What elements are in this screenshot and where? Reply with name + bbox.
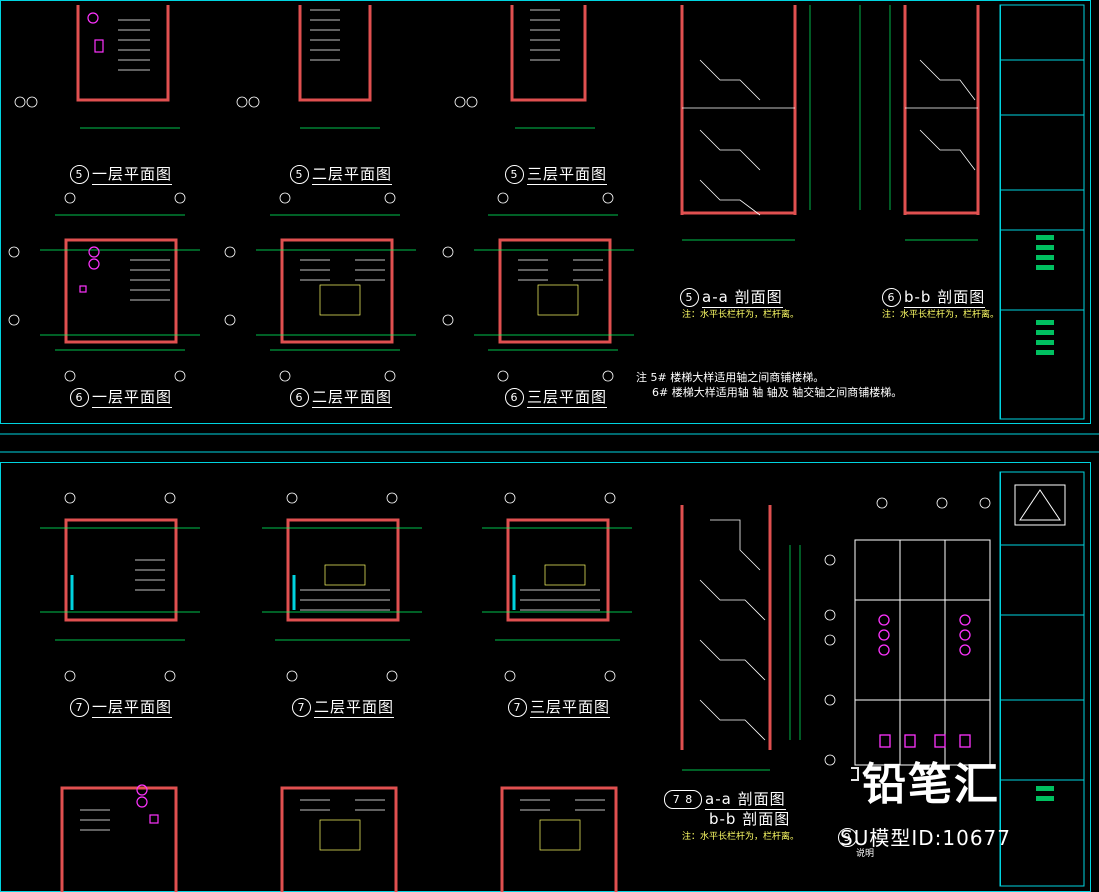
section-number-badge: 5 bbox=[680, 288, 699, 307]
title-block-upper bbox=[1000, 5, 1085, 419]
plan-number-badge: 6 bbox=[505, 388, 524, 407]
plan-number-badge: 5 bbox=[505, 165, 524, 184]
watermark-id: SU模型ID:10677 bbox=[840, 826, 1011, 850]
section-note: 注：水平长栏杆为，栏杆离。 bbox=[682, 832, 800, 842]
detail-title: 9 bbox=[838, 828, 860, 847]
plan-number-badge: 6 bbox=[70, 388, 89, 407]
plan-number-badge: 7 bbox=[508, 698, 527, 717]
watermark-brand: 铅笔汇 bbox=[862, 759, 1000, 810]
title-block-lower bbox=[1000, 472, 1085, 886]
general-note-2: 6# 楼梯大样适用轴 轴 轴及 轴交轴之间商铺楼梯。 bbox=[652, 386, 903, 399]
plan-number-badge: 5 bbox=[290, 165, 309, 184]
section-note: 注：水平长栏杆为，栏杆离。 bbox=[882, 310, 1000, 320]
section-number-badge: 7 8 bbox=[664, 790, 702, 809]
plan-number-badge: 7 bbox=[292, 698, 311, 717]
plan-number-badge: 6 bbox=[290, 388, 309, 407]
detail-number-badge: 9 bbox=[838, 828, 857, 847]
detail-caption: 说明 bbox=[856, 849, 875, 859]
plan-number-badge: 5 bbox=[70, 165, 89, 184]
section-title-b: b-b 剖面图 bbox=[709, 810, 791, 828]
section-note: 注：水平长栏杆为，栏杆离。 bbox=[682, 310, 800, 320]
section-number-badge: 6 bbox=[882, 288, 901, 307]
plan-number-badge: 7 bbox=[70, 698, 89, 717]
general-note-1: 注 5# 楼梯大样适用轴之间商铺楼梯。 bbox=[636, 371, 825, 384]
drawing-sheet-upper bbox=[0, 0, 1091, 424]
